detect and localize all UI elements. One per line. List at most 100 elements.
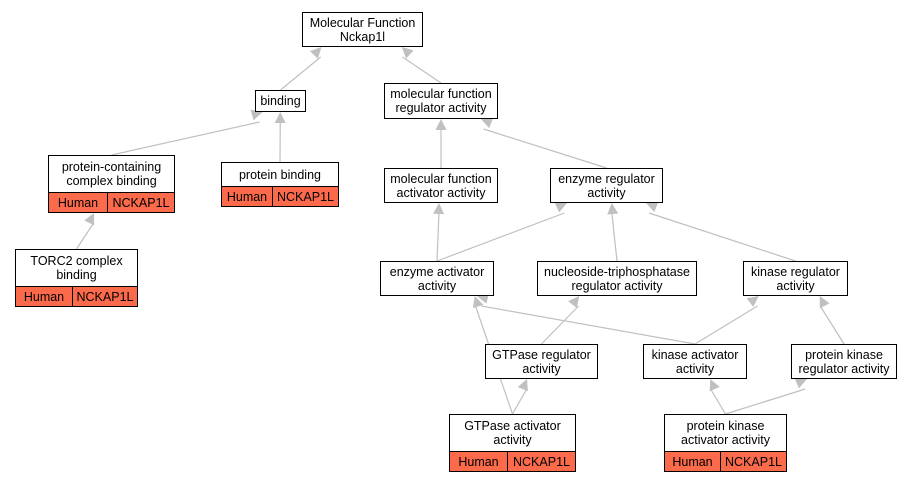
term-label-line-1: enzyme regulator (558, 171, 655, 186)
term-label-line-1: nucleoside-triphosphatase (544, 264, 690, 279)
term-label-line-1: GTPase regulator (492, 347, 591, 362)
annotation-row: Human NCKAP1L (49, 192, 174, 212)
term-label-line-2: activity (587, 185, 626, 200)
edge-arrowhead (646, 201, 659, 213)
gene-cell[interactable]: NCKAP1L (513, 454, 570, 469)
edge-arrowhead (480, 117, 494, 129)
term-label-line-2: activity (522, 361, 561, 376)
term-label-line-2: activity (493, 433, 532, 447)
edge-line (541, 305, 579, 345)
term-label: protein binding (222, 163, 338, 186)
edge-arrowhead (709, 379, 720, 392)
edge-arrowhead (607, 203, 619, 215)
term-label-line-1: kinase regulator (751, 264, 840, 279)
organism-cell: Human (16, 287, 73, 306)
edge-line (481, 305, 696, 345)
edge-arrowhead (794, 378, 807, 389)
term-label-line-2: activity (417, 278, 457, 293)
term-label-line-1: kinase activator (651, 347, 739, 362)
term-label-line-1: protein-containing (61, 160, 162, 174)
organism-cell: Human (665, 452, 721, 471)
term-label-line-2: activator activity (396, 185, 486, 200)
term-label-line-2: activity (776, 278, 815, 293)
organism-cell: Human (49, 193, 108, 212)
edge-arrowhead (746, 296, 759, 308)
term-label-line-2: regulator activity (395, 101, 487, 115)
term-label-line-2: activator activity (681, 433, 770, 447)
term-label-line-2: Nckap1l (339, 29, 386, 44)
edge-arrowhead (84, 213, 95, 226)
term-label-line-1: TORC2 complex (30, 254, 123, 268)
edge-line (280, 56, 322, 91)
go-term-binding[interactable]: binding (255, 90, 306, 112)
term-label-line-1: GTPase activator (464, 419, 561, 433)
term-label-line-1: binding (260, 94, 301, 108)
term-label-line-1: enzyme activator (389, 264, 485, 279)
edge-line (694, 305, 758, 345)
edge-line (483, 128, 607, 169)
edge-line (111, 121, 260, 156)
term-label-line-1: protein kinase (805, 347, 883, 362)
gene-cell[interactable]: NCKAP1L (112, 195, 170, 210)
edge-arrowhead (568, 296, 580, 309)
edge-arrowhead (819, 296, 830, 309)
gene-cell[interactable]: NCKAP1L (277, 189, 334, 204)
edge-arrowhead (309, 47, 322, 59)
edge-line (436, 212, 565, 262)
term-label-line-2: regulator activity (798, 361, 890, 376)
term-label-line-1: protein binding (238, 167, 321, 182)
term-label: binding (256, 91, 305, 111)
term-label-line-2: complex binding (66, 174, 157, 188)
edge-line (511, 388, 528, 415)
edge-arrowhead (274, 112, 286, 124)
edge-line (436, 212, 440, 262)
edge-arrowhead (401, 47, 414, 59)
term-label-line-1: protein kinase (686, 419, 765, 433)
term-label-line-1: molecular function (390, 171, 492, 186)
edge-arrowhead (435, 119, 447, 130)
edge-arrowhead (517, 379, 528, 392)
gene-cell[interactable]: NCKAP1L (76, 289, 134, 304)
term-label-line-1: Molecular Function (309, 15, 416, 30)
edge-arrowhead (433, 203, 445, 215)
edge-line (611, 212, 618, 262)
edge-arrowhead (554, 202, 567, 213)
edge-line (75, 222, 95, 250)
term-label-line-1: molecular function (390, 87, 492, 101)
gene-cell[interactable]: NCKAP1L (725, 454, 782, 469)
edge-line (725, 388, 806, 415)
edge-line (402, 56, 442, 84)
term-label-line-2: activity (675, 361, 715, 376)
